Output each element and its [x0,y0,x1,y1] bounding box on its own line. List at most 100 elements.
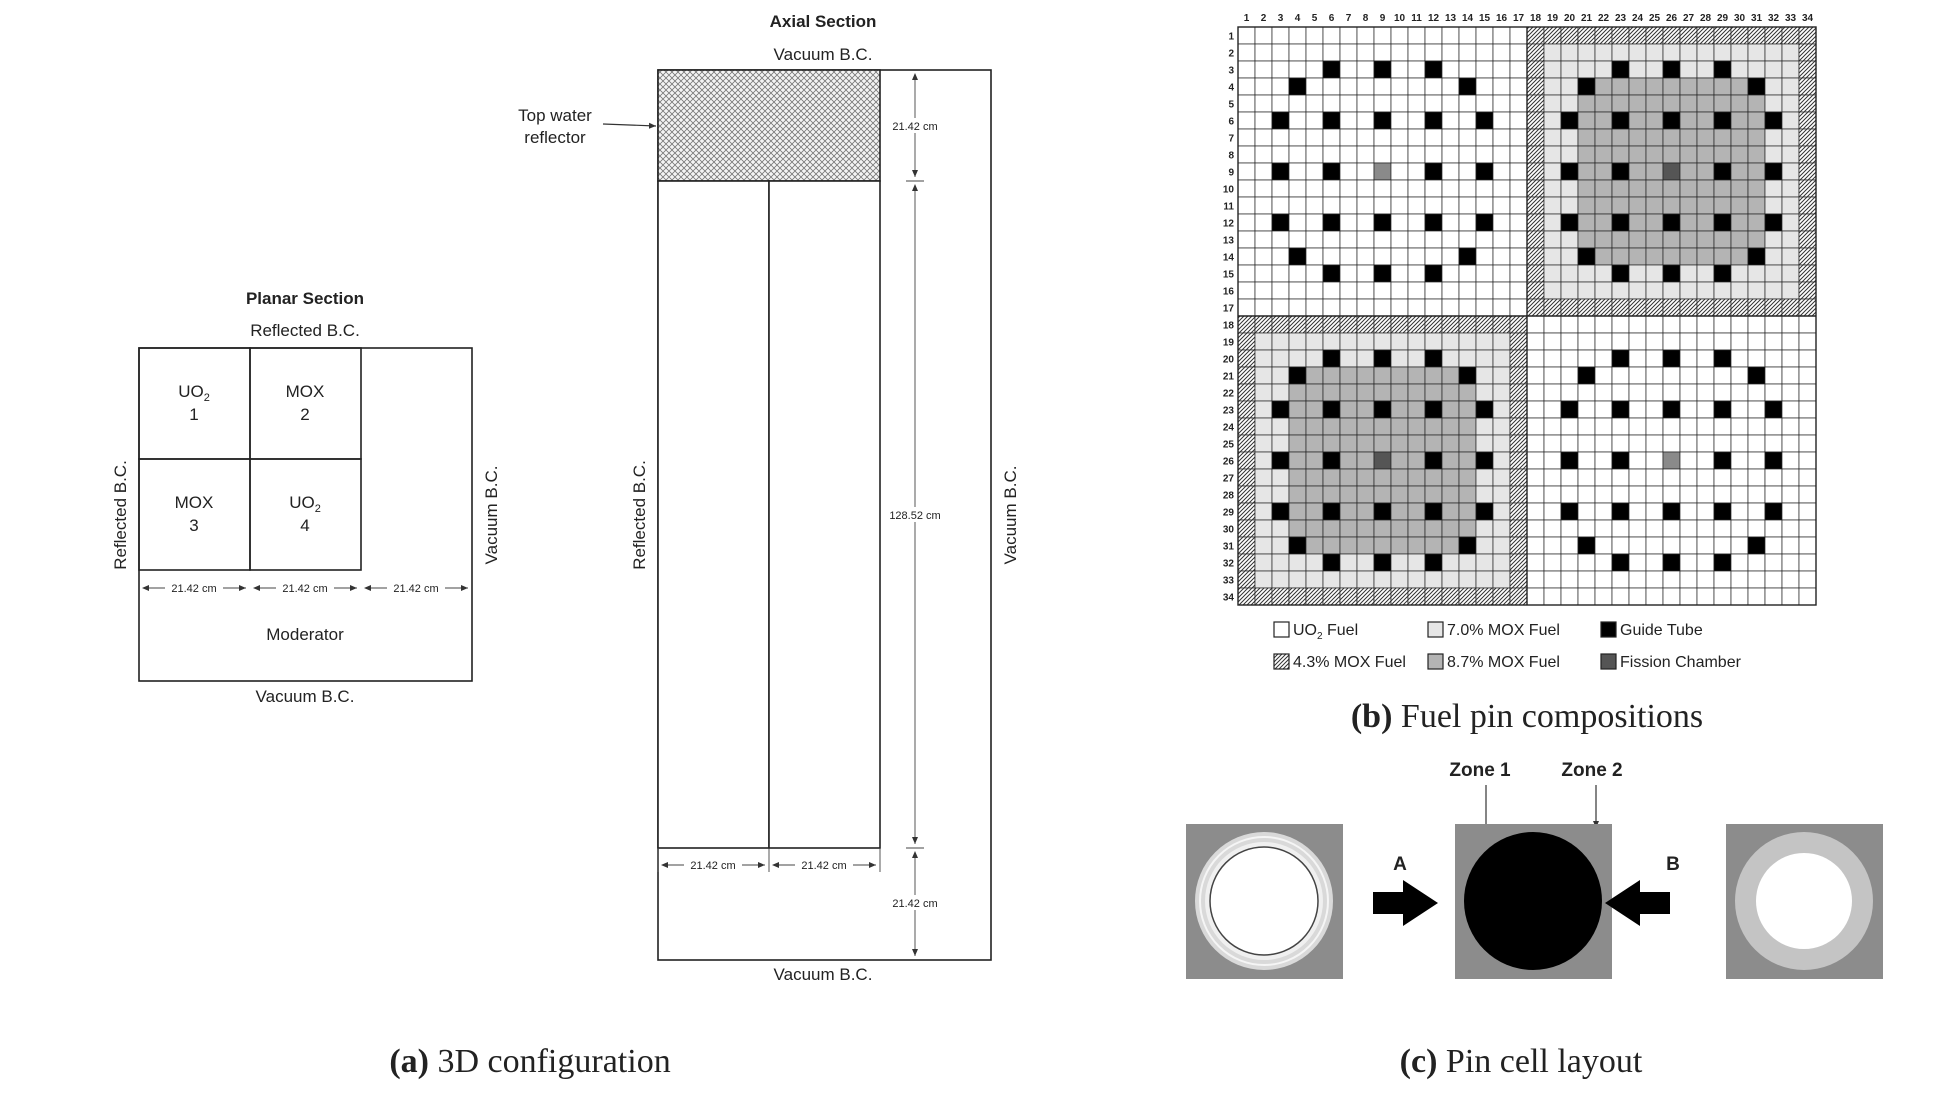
fuel-pin-cell-uo2 [1322,77,1341,96]
fuel-pin-cell-mox43 [1339,315,1358,334]
fuel-pin-cell-uo2 [1577,519,1596,538]
fuel-pin-cell-uo2 [1764,519,1783,538]
fuel-pin-cell-guide [1424,162,1443,181]
fuel-pin-cell-mox43 [1526,43,1545,62]
fuel-pin-cell-mox87 [1288,519,1307,538]
fuel-pin-cell-mox43 [1441,315,1460,334]
fuel-pin-cell-uo2 [1594,587,1613,606]
fuel-pin-cell-guide [1373,60,1392,79]
fuel-pin-cell-uo2 [1237,264,1256,283]
fuel-pin-cell-mox43 [1798,26,1817,45]
fuel-pin-cell-uo2 [1577,417,1596,436]
fuel-pin-cell-uo2 [1390,281,1409,300]
fuel-pin-cell-uo2 [1662,536,1681,555]
assembly-number-2: 2 [300,405,309,424]
fuel-pin-cell-uo2 [1628,417,1647,436]
fuel-pin-cell-mox87 [1339,400,1358,419]
fuel-pin-cell-guide [1322,349,1341,368]
fuel-map-row-number: 9 [1228,168,1234,179]
fuel-pin-cell-mox43 [1526,162,1545,181]
fuel-pin-cell-mox70 [1560,196,1579,215]
planar-bottom-bc: Vacuum B.C. [256,687,355,706]
fuel-pin-cell-mox70 [1475,536,1494,555]
fuel-pin-cell-mox87 [1373,536,1392,555]
fuel-pin-cell-mox87 [1679,111,1698,130]
fuel-pin-cell-guide [1322,60,1341,79]
fuel-pin-cell-mox43 [1407,587,1426,606]
fuel-map-row-number: 6 [1228,117,1234,128]
fuel-pin-cell-uo2 [1645,315,1664,334]
fuel-pin-cell-uo2 [1560,519,1579,538]
fuel-pin-cell-uo2 [1798,332,1817,351]
fuel-pin-cell-guide [1662,400,1681,419]
fuel-pin-cell-uo2 [1509,264,1528,283]
fuel-pin-cell-guide [1611,60,1630,79]
fuel-pin-cell-uo2 [1611,434,1630,453]
fuel-pin-cell-uo2 [1594,451,1613,470]
fuel-pin-cell-mox70 [1390,553,1409,572]
fuel-pin-cell-uo2 [1305,162,1324,181]
fuel-pin-cell-mox87 [1679,179,1698,198]
fuel-pin-cell-mox70 [1577,281,1596,300]
fuel-pin-cell-uo2 [1288,145,1307,164]
fuel-pin-cell-mox87 [1407,502,1426,521]
fuel-pin-cell-mox87 [1628,179,1647,198]
fuel-pin-cell-mox87 [1662,179,1681,198]
fuel-pin-cell-uo2 [1356,60,1375,79]
fuel-pin-cell-uo2 [1594,383,1613,402]
fuel-pin-cell-uo2 [1237,111,1256,130]
fuel-pin-cell-uo2 [1611,570,1630,589]
fuel-pin-cell-uo2 [1798,587,1817,606]
fuel-pin-cell-mox87 [1645,77,1664,96]
fuel-pin-cell-uo2 [1696,536,1715,555]
fuel-pin-cell-mox70 [1696,60,1715,79]
fuel-pin-cell-uo2 [1458,94,1477,113]
fuel-pin-cell-mox43 [1237,451,1256,470]
fuel-pin-cell-mox43 [1781,298,1800,317]
fuel-pin-cell-mox87 [1645,230,1664,249]
fuel-pin-cell-mox43 [1594,298,1613,317]
fuel-pin-cell-mox70 [1254,417,1273,436]
fuel-pin-cell-mox87 [1594,77,1613,96]
fuel-pin-cell-mox70 [1781,281,1800,300]
fuel-pin-cell-mox70 [1781,111,1800,130]
fuel-pin-cell-uo2 [1713,485,1732,504]
fuel-pin-cell-mox87 [1356,502,1375,521]
fuel-map-column-number: 16 [1496,13,1508,24]
fuel-pin-cell-mox70 [1764,77,1783,96]
fuel-pin-cell-guide [1322,451,1341,470]
fuel-pin-cell-uo2 [1747,383,1766,402]
fuel-pin-cell-mox70 [1271,570,1290,589]
fuel-pin-cell-mox87 [1679,145,1698,164]
fuel-pin-cell-uo2 [1339,43,1358,62]
fuel-pin-cell-uo2 [1577,332,1596,351]
fuel-pin-cell-uo2 [1798,553,1817,572]
fuel-pin-cell-uo2 [1339,60,1358,79]
fuel-map-row-number: 23 [1223,406,1235,417]
fuel-map-row-number: 15 [1223,270,1235,281]
fuel-pin-cell-mox70 [1254,451,1273,470]
caption-a: (a) 3D configuration [389,1043,670,1080]
fuel-pin-cell-mox87 [1305,519,1324,538]
fuel-pin-cell-mox43 [1288,587,1307,606]
fuel-pin-cell-mox87 [1594,162,1613,181]
fuel-pin-cell-uo2 [1781,536,1800,555]
fuel-pin-cell-mox43 [1441,587,1460,606]
axial-bottom-bc: Vacuum B.C. [774,965,873,984]
fuel-pin-cell-guide [1475,111,1494,130]
fuel-pin-cell-uo2 [1594,519,1613,538]
fuel-pin-cell-uo2 [1662,570,1681,589]
fuel-pin-cell-uo2 [1339,128,1358,147]
fuel-pin-cell-uo2 [1611,332,1630,351]
fuel-pin-cell-uo2 [1594,553,1613,572]
fuel-pin-cell-uo2 [1713,468,1732,487]
fuel-pin-cell-uo2 [1305,213,1324,232]
fuel-pin-cell-mox70 [1271,468,1290,487]
fuel-pin-cell-mox43 [1577,298,1596,317]
fuel-pin-cell-guide [1475,502,1494,521]
fuel-pin-cell-mox70 [1764,43,1783,62]
fuel-map-row-number: 17 [1223,304,1235,315]
fuel-pin-cell-uo2 [1441,43,1460,62]
fuel-pin-cell-uo2 [1747,553,1766,572]
